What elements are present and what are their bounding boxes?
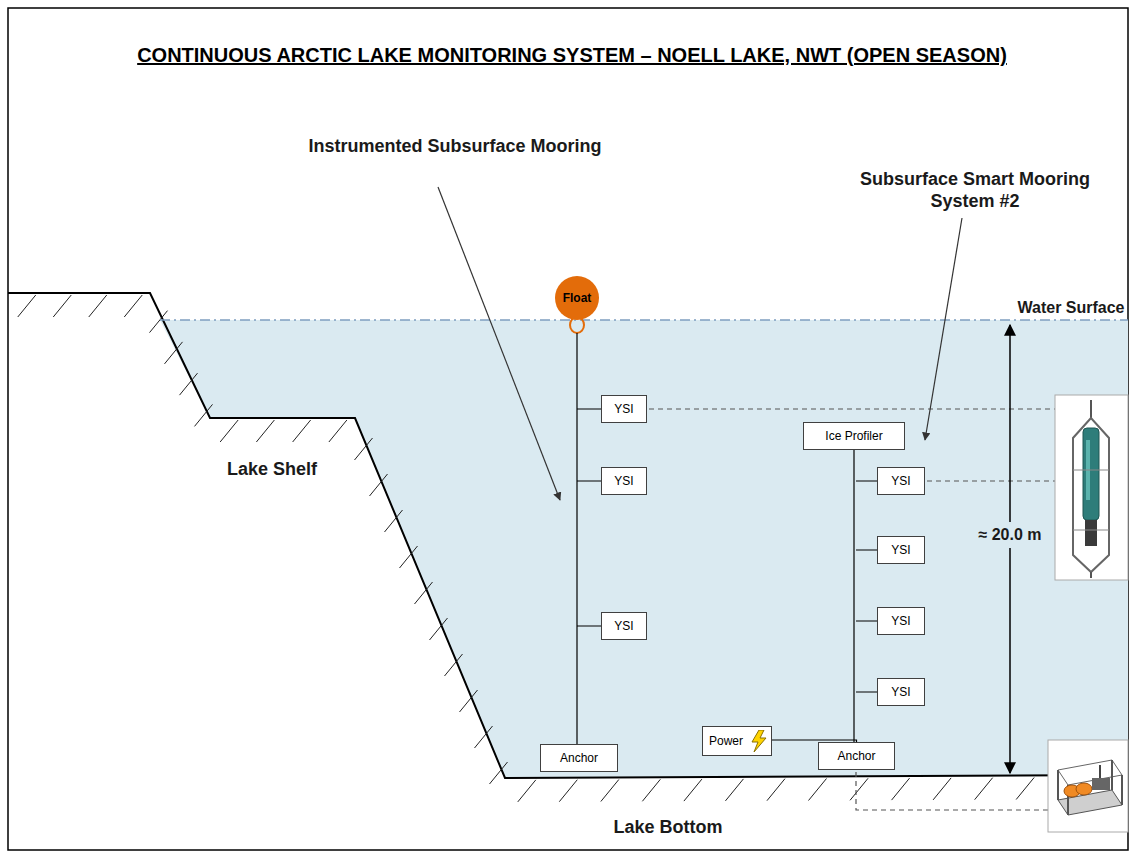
hatch-stroke — [150, 311, 168, 333]
hatch-stroke — [220, 420, 238, 442]
node-text: Anchor — [837, 749, 875, 763]
callout-arrow — [925, 218, 962, 440]
lake-water — [160, 320, 1128, 778]
hatch-stroke — [293, 420, 311, 442]
mooring-line — [853, 450, 854, 742]
sonde-picture — [1055, 395, 1128, 580]
shelf-label: Lake Shelf — [202, 458, 342, 480]
ice-profiler-box: Ice Profiler — [803, 422, 905, 450]
hatch-stroke — [400, 546, 418, 568]
ground-hatching — [18, 295, 1117, 802]
anchor-box: Anchor — [540, 744, 618, 772]
sensor-box: YSI — [877, 536, 925, 564]
hatch-stroke — [725, 779, 743, 801]
water-surface-line — [160, 319, 1128, 321]
hatch-stroke — [180, 373, 198, 395]
hatch-stroke — [195, 404, 213, 426]
lightning-icon — [750, 730, 768, 752]
sensor-box: YSI — [877, 607, 925, 635]
callout-arrow — [438, 187, 560, 500]
callout-label: Subsurface Smart Mooring System #2 — [835, 168, 1115, 212]
hatch-stroke — [850, 778, 868, 800]
anchor-box: Anchor — [818, 742, 895, 770]
hatch-stroke — [1016, 778, 1034, 800]
node-text: YSI — [614, 402, 633, 416]
hatch-stroke — [430, 618, 448, 640]
hatch-stroke — [165, 342, 183, 364]
hatch-stroke — [518, 780, 536, 802]
dimension-label: ≈ 20.0 m — [975, 522, 1044, 548]
hatch-stroke — [445, 654, 463, 676]
hatch-stroke — [642, 779, 660, 801]
hatch-stroke — [370, 474, 388, 496]
node-text: YSI — [891, 474, 910, 488]
hatch-stroke — [18, 295, 36, 317]
hatch-stroke — [475, 726, 493, 748]
mooring-line — [576, 333, 577, 744]
node-text: Power — [709, 734, 743, 748]
bottom-label: Lake Bottom — [588, 816, 748, 838]
surface-label: Water Surface — [1016, 297, 1126, 319]
hatch-stroke — [809, 779, 827, 801]
hatch-stroke — [355, 438, 373, 460]
float-buoy: Float — [555, 276, 599, 320]
node-text: Ice Profiler — [825, 429, 882, 443]
dimension-arrow — [1009, 325, 1011, 773]
hatch-stroke — [385, 510, 403, 532]
node-text: YSI — [891, 614, 910, 628]
sensor-box: YSI — [877, 467, 925, 495]
page-border — [8, 8, 1128, 850]
frame-picture — [1048, 740, 1128, 832]
hatch-stroke — [256, 420, 274, 442]
hatch-stroke — [124, 295, 142, 317]
hatch-stroke — [559, 780, 577, 802]
node-text: YSI — [614, 619, 633, 633]
power-box: Power — [702, 726, 772, 756]
lake-outline — [8, 293, 1128, 778]
hatch-stroke — [767, 779, 785, 801]
callout-label: Instrumented Subsurface Mooring — [305, 135, 605, 157]
diagram-title: CONTINUOUS ARCTIC LAKE MONITORING SYSTEM… — [137, 44, 1007, 67]
mooring-stubs — [577, 409, 877, 692]
sensor-box: YSI — [877, 678, 925, 706]
hatch-stroke — [460, 690, 478, 712]
node-text: Anchor — [560, 751, 598, 765]
hatch-stroke — [53, 295, 71, 317]
hatch-stroke — [329, 420, 347, 442]
hatch-stroke — [892, 778, 910, 800]
sensor-box: YSI — [601, 467, 647, 495]
hatch-stroke — [933, 778, 951, 800]
hatch-stroke — [684, 779, 702, 801]
node-text: YSI — [891, 685, 910, 699]
node-text: Float — [563, 291, 592, 305]
sensor-box: YSI — [601, 395, 647, 423]
hatch-stroke — [975, 778, 993, 800]
node-text: YSI — [614, 474, 633, 488]
hatch-stroke — [415, 582, 433, 604]
hatch-stroke — [490, 762, 508, 784]
dashed-leaders — [649, 409, 1062, 810]
node-text: YSI — [891, 543, 910, 557]
hatch-stroke — [89, 295, 107, 317]
sensor-box: YSI — [601, 612, 647, 640]
hatch-stroke — [601, 780, 619, 802]
